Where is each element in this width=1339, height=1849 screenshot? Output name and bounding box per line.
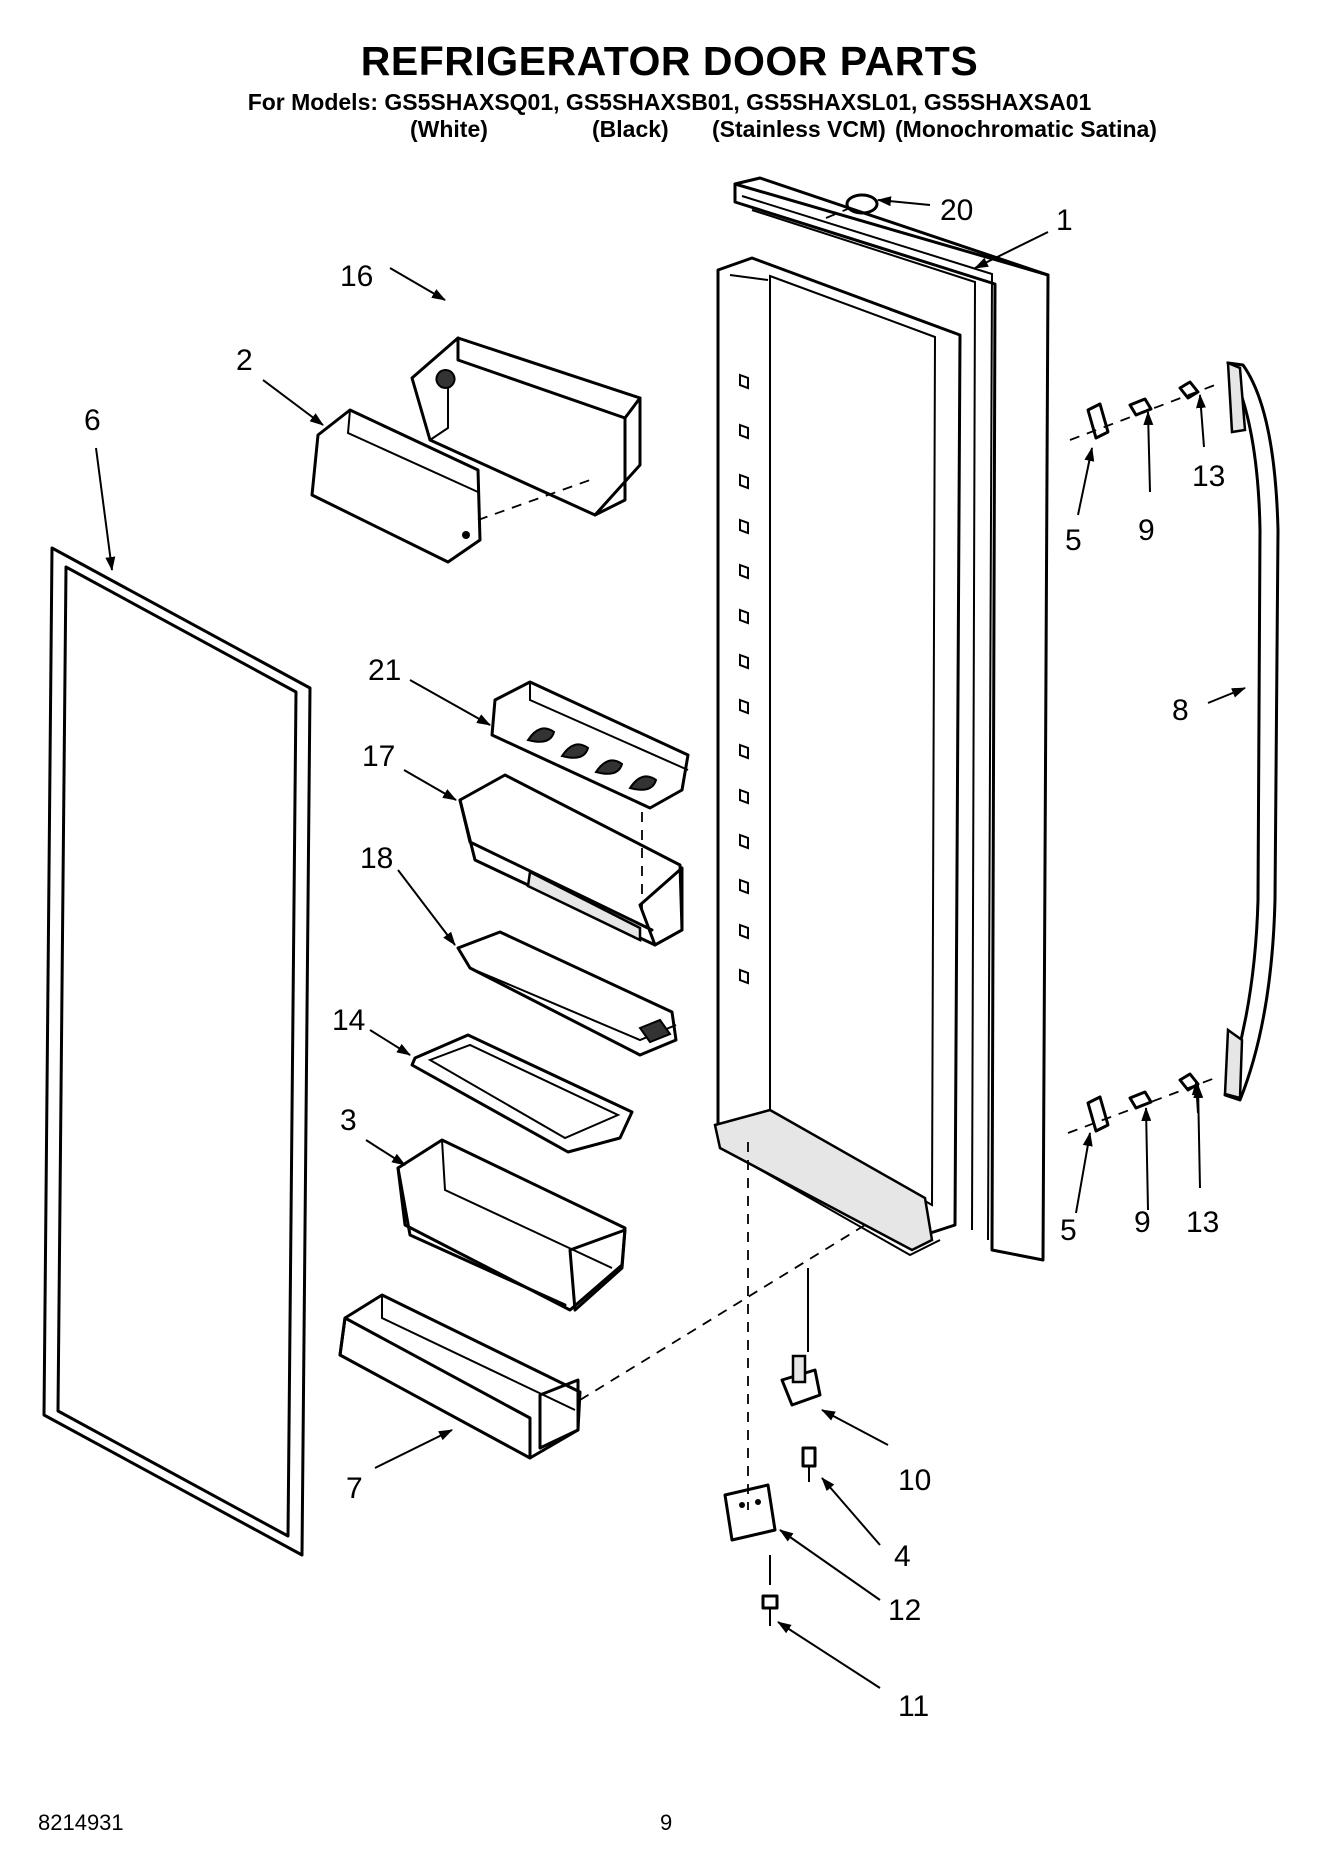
callout-5-upper: 5 bbox=[1065, 524, 1082, 557]
variant-monochromatic: (Monochromatic Satina) bbox=[895, 116, 1157, 142]
callout-14: 14 bbox=[332, 1004, 365, 1037]
door-bin-upper bbox=[458, 773, 684, 947]
callout-13-lower: 13 bbox=[1186, 1206, 1219, 1239]
dairy-door bbox=[310, 408, 482, 564]
callout-20: 20 bbox=[940, 194, 973, 227]
door-plug bbox=[845, 193, 879, 215]
hinge-pin-bracket bbox=[780, 1354, 822, 1407]
variant-black: (Black) bbox=[592, 116, 669, 142]
callout-11: 11 bbox=[898, 1690, 929, 1723]
door-gasket bbox=[42, 546, 312, 1557]
callout-9-upper: 9 bbox=[1138, 514, 1155, 547]
shelf-tray bbox=[410, 1033, 634, 1154]
shelf-notches bbox=[739, 373, 749, 985]
callout-9-lower: 9 bbox=[1134, 1206, 1151, 1239]
callout-1: 1 bbox=[1056, 204, 1073, 237]
callout-6: 6 bbox=[84, 404, 101, 437]
dairy-compartment bbox=[410, 336, 642, 517]
door-assembly bbox=[713, 176, 1050, 1262]
callout-4: 4 bbox=[894, 1540, 911, 1573]
utility-rack bbox=[490, 680, 690, 810]
page-number: 9 bbox=[660, 1810, 673, 1835]
callout-labels: 20 1 16 2 6 5 9 13 21 17 8 18 14 3 5 9 1… bbox=[84, 194, 1225, 1723]
callout-2: 2 bbox=[236, 344, 253, 377]
leader-arrows bbox=[95, 196, 1246, 1689]
handle-mount-upper bbox=[1069, 380, 1216, 441]
models-line: For Models: GS5SHAXSQ01, GS5SHAXSB01, GS… bbox=[247, 89, 1092, 115]
callout-5-lower: 5 bbox=[1060, 1214, 1077, 1247]
callout-10: 10 bbox=[898, 1464, 931, 1497]
callout-18: 18 bbox=[360, 842, 393, 875]
door-handle bbox=[1223, 361, 1280, 1102]
hinge-bolt bbox=[761, 1594, 779, 1626]
callout-12: 12 bbox=[888, 1594, 921, 1627]
document-number: 8214931 bbox=[38, 1810, 124, 1835]
page-title: REFRIGERATOR DOOR PARTS bbox=[360, 38, 979, 84]
door-shelf bbox=[456, 930, 678, 1057]
handle-mount-lower bbox=[1067, 1072, 1216, 1134]
hinge-plate bbox=[723, 1483, 777, 1542]
callout-7: 7 bbox=[346, 1472, 363, 1505]
door-bin-middle bbox=[396, 1138, 627, 1312]
variant-stainless: (Stainless VCM) bbox=[712, 116, 886, 142]
callout-3: 3 bbox=[340, 1104, 357, 1137]
callout-17: 17 bbox=[362, 740, 395, 773]
callout-8: 8 bbox=[1172, 694, 1189, 727]
callout-21: 21 bbox=[368, 654, 401, 687]
variant-white: (White) bbox=[410, 116, 488, 142]
callout-13-upper: 13 bbox=[1192, 460, 1225, 493]
door-bin-lower bbox=[338, 1293, 582, 1460]
hinge-screw bbox=[801, 1446, 817, 1482]
callout-16: 16 bbox=[340, 260, 373, 293]
